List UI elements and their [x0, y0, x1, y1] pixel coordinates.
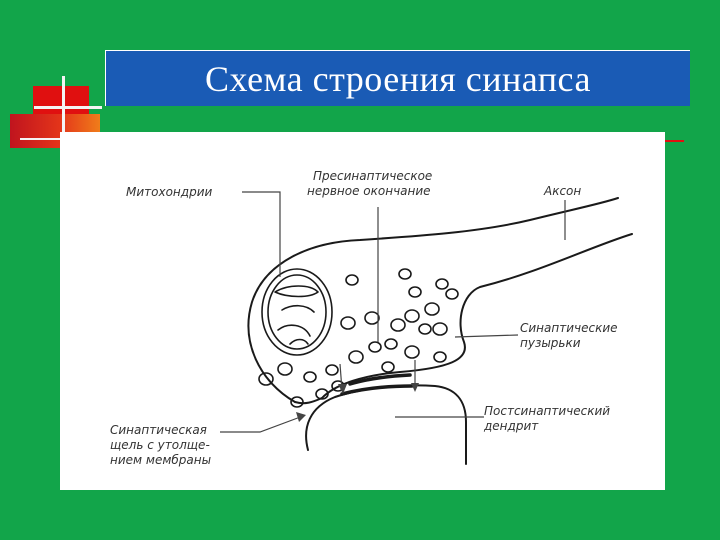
leader-mitochondria [242, 191, 281, 277]
label-presynaptic-line2: нервное окончание [307, 184, 431, 198]
postsynaptic-membrane [305, 384, 467, 465]
arrowhead-presyn [338, 384, 347, 394]
decor-horizontal-line [34, 106, 102, 109]
decor-red-dash [664, 140, 684, 142]
label-postsynaptic-line1: Постсинаптический [484, 404, 610, 418]
label-vesicles-line1: Синаптические [520, 321, 618, 335]
arrowhead-cleft [411, 383, 419, 392]
postsynaptic-thickening [340, 384, 414, 396]
presynaptic-membrane-outer [247, 197, 619, 403]
arrowhead-cleft-leader [296, 412, 306, 422]
label-mitochondria: Митохондрии [126, 185, 212, 199]
label-cleft-line3: нием мембраны [110, 453, 211, 467]
leader-vesicles [454, 334, 519, 338]
slide-title: Схема строения синапса [205, 58, 591, 99]
title-bar: Схема строения синапса [105, 50, 690, 106]
decor-horizontal-line-short [20, 138, 60, 140]
axon-lower-edge [321, 233, 633, 399]
synapse-diagram: Митохондрии Пресинаптическое нервное око… [60, 132, 665, 490]
synapse-diagram-svg: Митохондрии Пресинаптическое нервное око… [110, 169, 633, 467]
label-cleft-line2: щель с утолще- [110, 438, 210, 452]
presynaptic-membrane-bottom [294, 397, 323, 405]
label-axon: Аксон [543, 184, 581, 198]
leader-cleft [220, 415, 304, 433]
mitochondrion [261, 268, 333, 356]
presynaptic-thickening [348, 373, 412, 386]
label-vesicles-line2: пузырьки [520, 336, 581, 350]
synaptic-vesicles [258, 268, 459, 408]
label-cleft-line1: Синаптическая [110, 423, 207, 437]
decor-vertical-line [62, 76, 65, 146]
label-presynaptic-line1: Пресинаптическое [313, 169, 432, 183]
label-postsynaptic-line2: дендрит [483, 419, 539, 433]
